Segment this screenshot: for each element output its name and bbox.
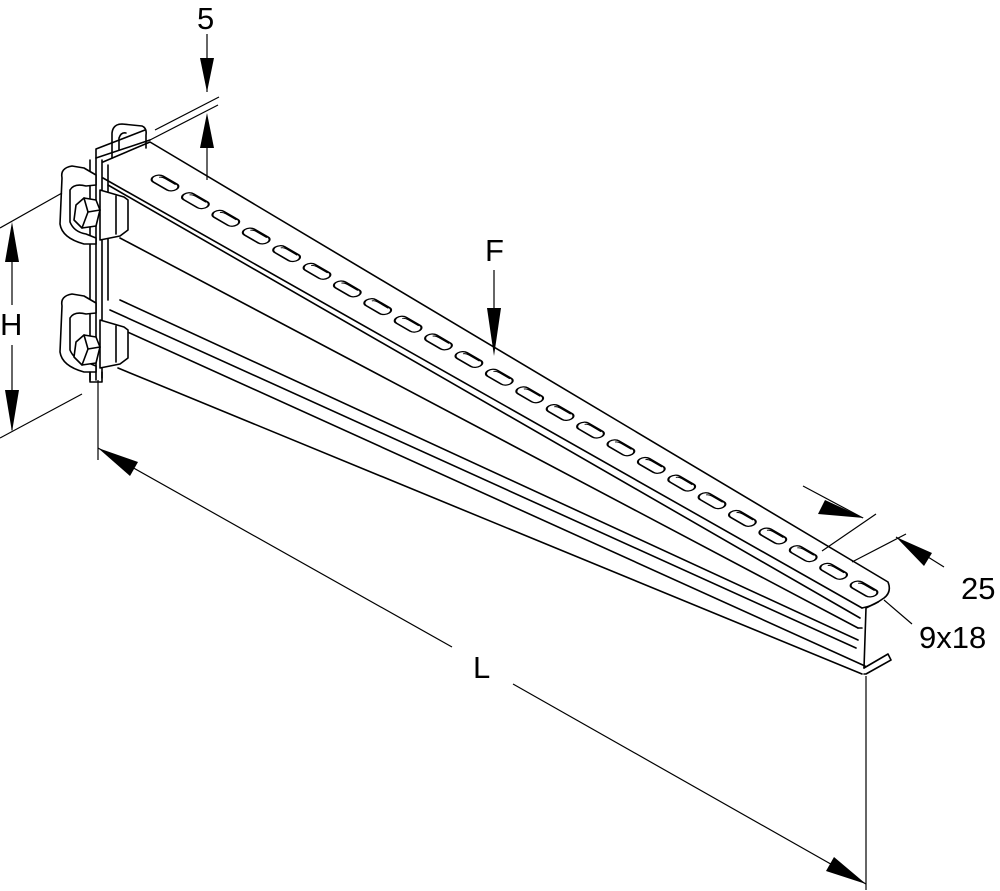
slot-hole (180, 192, 210, 210)
slot-holes (150, 174, 879, 598)
length-dimension (97, 380, 867, 890)
slot-hole (545, 403, 575, 422)
upper-clamp (59, 165, 129, 245)
slot-hole (272, 245, 302, 263)
slot-hole (363, 298, 393, 316)
bracket-body (102, 141, 892, 675)
thickness-dimension (149, 34, 220, 180)
lower-clamp (59, 293, 129, 383)
slot-size-leader (883, 599, 913, 625)
flange-width-dimension (802, 485, 945, 568)
slot-hole (150, 174, 180, 192)
slot-hole (332, 280, 362, 298)
slot-hole (697, 492, 727, 510)
length-label: L (473, 650, 491, 685)
slot-hole (576, 421, 605, 439)
slot-hole (849, 580, 879, 598)
force-label: F (485, 233, 504, 268)
slot-hole (424, 333, 453, 351)
slot-hole (484, 368, 514, 386)
slot-hole (393, 315, 423, 333)
height-dimension (0, 192, 83, 439)
slot-hole (788, 545, 818, 563)
slot-hole (515, 386, 545, 404)
slot-hole (241, 227, 271, 245)
slot-hole (667, 474, 697, 492)
thickness-label: 5 (197, 1, 215, 36)
slot-hole (727, 509, 757, 527)
slot-hole (454, 350, 484, 369)
slot-hole (819, 562, 849, 580)
slot-hole (302, 262, 332, 280)
slot-hole (606, 439, 636, 457)
height-label: H (0, 307, 23, 342)
slot-hole (758, 527, 788, 545)
slot-hole (636, 456, 666, 474)
slot-size-label: 9x18 (919, 620, 987, 655)
slot-hole (211, 209, 241, 227)
force-arrow (487, 270, 501, 356)
flange-width-label: 25 (961, 571, 996, 606)
